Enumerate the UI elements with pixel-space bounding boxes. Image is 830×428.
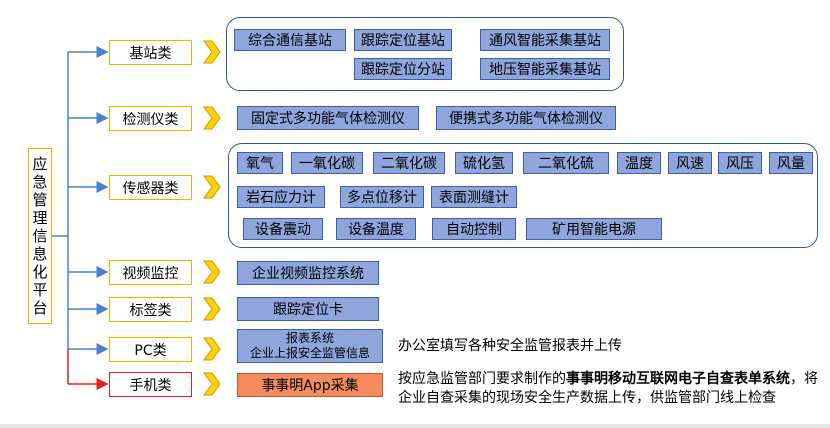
category-detector: 检测仪类 — [109, 106, 192, 131]
chevron-right-icon — [203, 297, 221, 321]
item-comprehensive-station: 综合通信基站 — [234, 29, 346, 51]
root-char: 化 — [32, 263, 48, 281]
chevron-right-icon — [203, 40, 221, 64]
item-ventilation-station: 通风智能采集基站 — [480, 29, 610, 51]
root-char: 息 — [32, 245, 48, 263]
item-mine-smart-power: 矿用智能电源 — [526, 218, 662, 240]
category-pc: PC类 — [109, 337, 192, 362]
item-sulfur-dioxide: 二氧化硫 — [523, 152, 609, 174]
root-char: 理 — [32, 209, 48, 227]
root-char: 急 — [32, 173, 48, 191]
item-temperature: 温度 — [617, 152, 661, 174]
item-wind-volume: 风量 — [769, 152, 813, 174]
report-system-line-2: 企业上报安全监管信息 — [249, 346, 370, 360]
category-tag: 标签类 — [109, 297, 192, 322]
root-char: 信 — [32, 227, 48, 245]
item-wind-speed: 风速 — [668, 152, 712, 174]
root-node-emergency-platform: 应急管理信息化平台 — [28, 148, 52, 324]
item-equipment-vibration: 设备震动 — [243, 218, 323, 240]
chevron-right-icon — [203, 260, 221, 284]
item-rock-stress-meter: 岩石应力计 — [237, 186, 325, 208]
root-char: 台 — [32, 299, 48, 317]
note-mobile: 按应急监管部门要求制作的事事明移动互联网电子自查表单系统，将企业自查采集的现场安… — [398, 370, 823, 408]
note-mobile-bold: 事事明移动互联网电子自查表单系统 — [566, 371, 790, 387]
item-carbon-monoxide: 一氧化碳 — [291, 152, 363, 174]
item-wind-pressure: 风压 — [718, 152, 762, 174]
item-enterprise-video-system: 企业视频监控系统 — [237, 261, 379, 285]
item-fixed-gas-detector: 固定式多功能气体检测仪 — [237, 106, 419, 130]
category-mobile: 手机类 — [109, 372, 192, 397]
root-char: 平 — [32, 281, 48, 299]
chevron-right-icon — [203, 337, 221, 361]
item-tracking-card: 跟踪定位卡 — [237, 297, 379, 321]
item-portable-gas-detector: 便携式多功能气体检测仪 — [436, 106, 616, 130]
item-carbon-dioxide: 二氧化碳 — [373, 152, 445, 174]
category-base-station: 基站类 — [109, 40, 192, 65]
root-char: 应 — [32, 155, 48, 173]
item-equipment-temperature: 设备温度 — [336, 218, 416, 240]
item-tracking-sub-station: 跟踪定位分站 — [354, 58, 452, 80]
item-auto-control: 自动控制 — [432, 218, 516, 240]
item-hydrogen-sulfide: 硫化氢 — [455, 152, 513, 174]
item-ground-pressure-station: 地压智能采集基站 — [480, 58, 610, 80]
note-mobile-prefix: 按应急监管部门要求制作的 — [398, 371, 566, 387]
chevron-right-icon — [203, 106, 221, 130]
note-pc: 办公室填写各种安全监管报表并上传 — [398, 338, 622, 354]
note-mobile-suffix: ，将企业自查采集的现场安全生产数据上传，供监管部门线上检查 — [398, 371, 818, 406]
root-char: 管 — [32, 191, 48, 209]
item-oxygen: 氧气 — [237, 152, 283, 174]
chevron-right-icon — [203, 372, 221, 396]
item-report-system: 报表系统 企业上报安全监管信息 — [237, 329, 383, 363]
bottom-divider — [0, 424, 830, 428]
item-multi-point-extensometer: 多点位移计 — [340, 186, 424, 208]
item-shishiming-app: 事事明App采集 — [237, 373, 383, 397]
category-video: 视频监控 — [109, 260, 192, 285]
item-surface-crack-meter: 表面测缝计 — [431, 186, 517, 208]
category-sensor: 传感器类 — [109, 175, 192, 200]
chevron-right-icon — [203, 175, 221, 199]
item-tracking-base-station: 跟踪定位基站 — [354, 29, 452, 51]
report-system-line-1: 报表系统 — [285, 331, 334, 345]
